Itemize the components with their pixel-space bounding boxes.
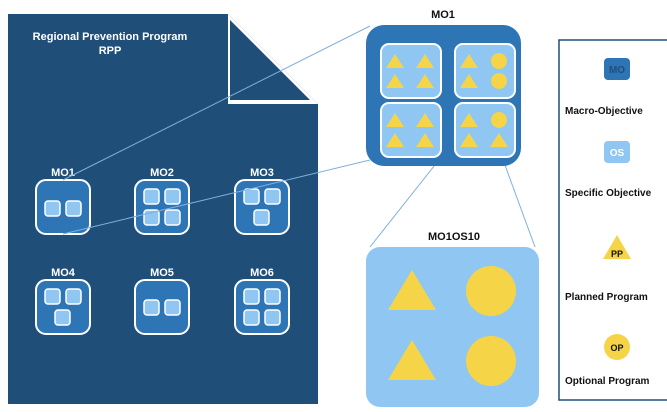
- legend-symbol: PP: [611, 249, 623, 259]
- legend-label: Optional Program: [565, 376, 650, 387]
- planned-program-triangle: [490, 133, 508, 147]
- zoom-specific-objective-detail: MO1OS10: [366, 231, 539, 407]
- planned-program-triangle: [416, 74, 434, 88]
- planned-program-triangle: [460, 133, 478, 147]
- document-title-line1: Regional Prevention Program: [33, 31, 188, 43]
- macro-objective-mo3: MO3: [234, 167, 290, 235]
- planned-program-triangle: [416, 133, 434, 147]
- optional-program-circle: [491, 53, 507, 69]
- specific-objective: [65, 288, 82, 305]
- planned-program-triangle: [460, 113, 478, 127]
- macro-objective-label: MO3: [250, 167, 274, 179]
- macro-objective-icon: [604, 58, 630, 80]
- specific-objective: [243, 309, 260, 326]
- document-title-line2: RPP: [99, 45, 122, 57]
- macro-objective-mo6: MO6: [234, 267, 290, 335]
- legend-label: Planned Program: [565, 292, 648, 303]
- zoom-macro-objective: MO1: [366, 9, 521, 166]
- specific-objective: [164, 299, 181, 316]
- macro-objective-mo2: MO2: [134, 167, 190, 235]
- macro-objective-label: MO6: [250, 267, 274, 279]
- legend-item-planned-program: PP Planned Program: [565, 235, 648, 303]
- zoom-specific-objective: [454, 43, 516, 99]
- macro-objective-mo1: MO1: [35, 167, 91, 235]
- zoom-specific-objective: [454, 102, 516, 158]
- planned-program-triangle: [386, 113, 404, 127]
- optional-program-circle: [466, 336, 516, 386]
- macro-objective-label: MO1: [51, 167, 75, 179]
- optional-program-icon: [604, 334, 630, 360]
- planned-program-triangle: [386, 74, 404, 88]
- specific-objective: [65, 200, 82, 217]
- specific-objective: [253, 209, 270, 226]
- specific-objective: [54, 309, 71, 326]
- planned-program-triangle: [386, 54, 404, 68]
- specific-objective: [143, 188, 160, 205]
- specific-objective: [264, 188, 281, 205]
- zoom-mo-label: MO1: [431, 9, 455, 21]
- specific-objective: [243, 288, 260, 305]
- specific-objective: [243, 188, 260, 205]
- optional-program-circle: [491, 73, 507, 89]
- planned-program-triangle: [416, 54, 434, 68]
- specific-objective: [143, 299, 160, 316]
- legend-item-specific-objective: OS Specific Objective: [565, 141, 652, 199]
- planned-program-triangle: [416, 113, 434, 127]
- specific-objective: [44, 288, 61, 305]
- planned-program-icon: [603, 235, 631, 259]
- legend-symbol: OS: [610, 148, 625, 159]
- legend: MO Macro-Objective OS Specific Objective…: [558, 39, 667, 401]
- specific-objective: [264, 288, 281, 305]
- legend-label: Specific Objective: [565, 188, 652, 199]
- specific-objective-icon: [604, 141, 630, 163]
- legend-label: Macro-Objective: [565, 106, 643, 117]
- legend-item-macro-objective: MO Macro-Objective: [565, 58, 643, 117]
- zoom-specific-objective: [380, 102, 442, 158]
- optional-program-circle: [491, 112, 507, 128]
- specific-objective: [44, 200, 61, 217]
- zoom-specific-objective: [380, 43, 442, 99]
- legend-item-optional-program: OP Optional Program: [565, 334, 650, 387]
- planned-program-triangle: [388, 270, 436, 310]
- macro-objective-label: MO4: [51, 267, 76, 279]
- macro-objective-label: MO2: [150, 167, 174, 179]
- planned-program-triangle: [386, 133, 404, 147]
- planned-program-triangle: [460, 74, 478, 88]
- specific-objective: [164, 209, 181, 226]
- specific-objective: [264, 309, 281, 326]
- planned-program-triangle: [388, 340, 436, 380]
- macro-objective-mo5: MO5: [134, 267, 190, 335]
- specific-objective: [164, 188, 181, 205]
- macro-objective-grid: MO1 MO2 MO3 MO4: [35, 167, 290, 335]
- legend-symbol: OP: [610, 343, 623, 353]
- macro-objective-mo4: MO4: [35, 267, 91, 335]
- planned-program-triangle: [460, 54, 478, 68]
- zoom-os-label: MO1OS10: [428, 231, 480, 243]
- legend-symbol: MO: [609, 65, 625, 76]
- macro-objective-label: MO5: [150, 267, 174, 279]
- optional-program-circle: [466, 266, 516, 316]
